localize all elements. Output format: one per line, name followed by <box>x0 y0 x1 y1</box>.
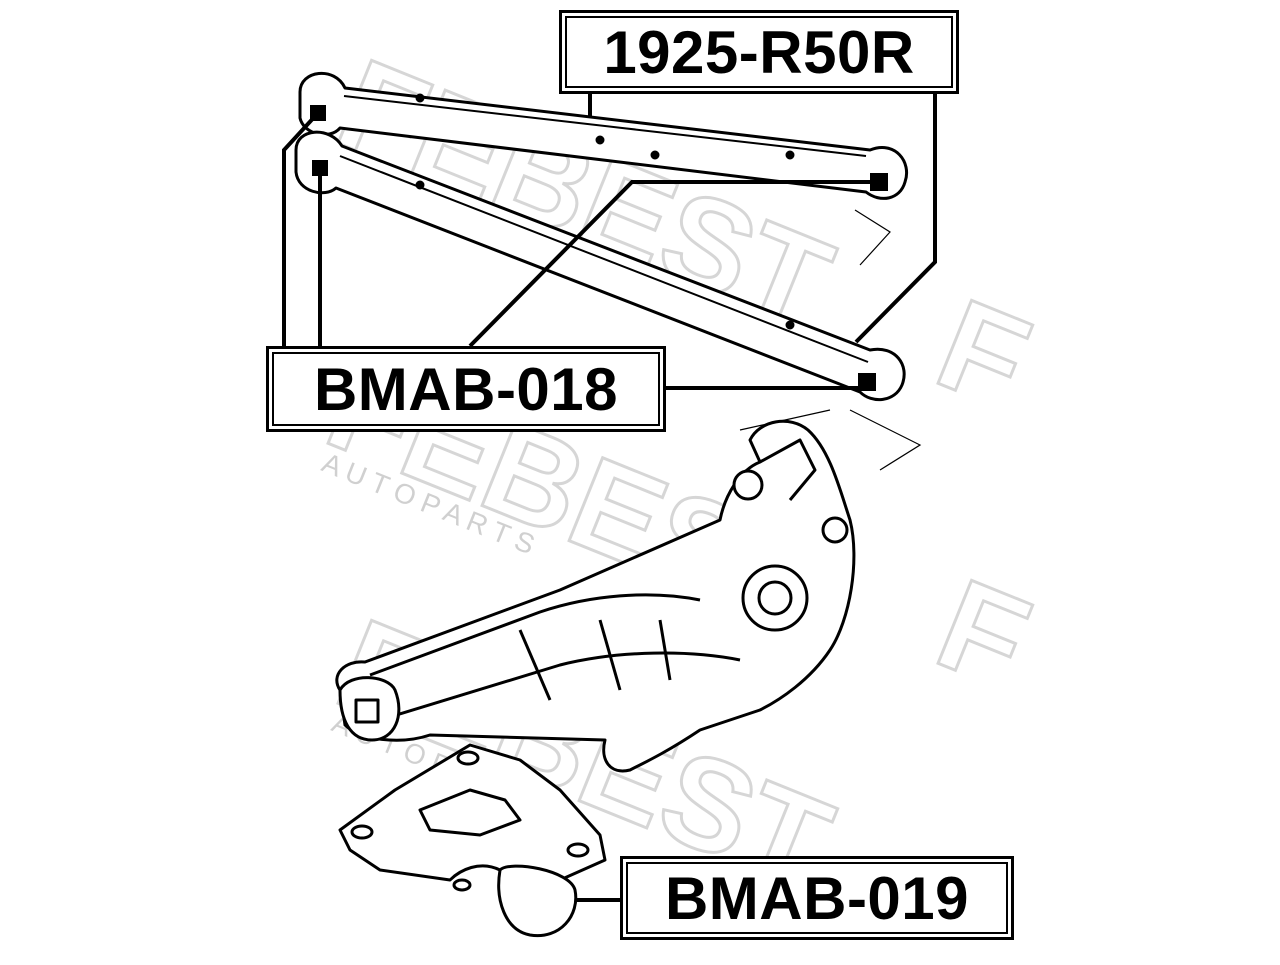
watermark-brand-4: F <box>920 271 1048 436</box>
part-number-bmab-019: BMAB-019 <box>620 856 1014 940</box>
mounting-bracket <box>338 743 607 938</box>
upper-control-arm <box>298 72 908 200</box>
watermark-brand-5: F <box>920 551 1048 716</box>
leader-lines <box>282 92 937 902</box>
guide-lines <box>739 209 922 471</box>
part-number-1925-r50r: 1925-R50R <box>559 10 959 94</box>
bushing-upper-right <box>870 173 888 191</box>
part-number-bmab-018: BMAB-018 <box>266 346 666 432</box>
wheel-knuckle <box>335 419 856 773</box>
lower-control-arm <box>294 130 906 402</box>
